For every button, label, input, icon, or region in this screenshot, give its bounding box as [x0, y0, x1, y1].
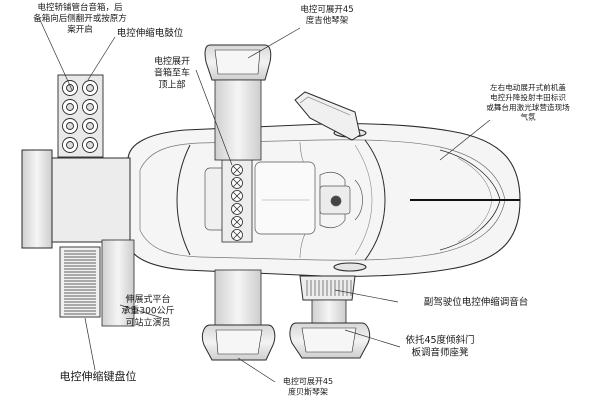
- label-line: 或舞台用激光球营造现场: [486, 102, 570, 112]
- speaker-cross: [232, 230, 242, 240]
- label-line: 伸展式平台: [125, 293, 170, 305]
- label-keyboard-position: 电控伸缩键盘位: [60, 369, 137, 383]
- callout-labels: 电控轿铺管台音箱，后备箱向后侧翻开或按原方案开启 电控伸缩电鼓位 电控展开音箱至…: [33, 2, 570, 396]
- label-line: 板调音师座凳: [411, 346, 469, 358]
- roof-speaker-stack: [221, 159, 253, 243]
- drum-icon-inner: [86, 84, 94, 92]
- label-line: 电控伸缩电鼓位: [117, 27, 184, 39]
- label-line: 左右电动展开式前机盖: [490, 82, 566, 92]
- label-line: 电控可展开45: [300, 4, 353, 15]
- label-line: 电控升降投射丰田标识: [490, 92, 566, 102]
- bass-stand-bottom: [201, 269, 276, 361]
- drum-icon-inner: [66, 141, 74, 149]
- drum-icon-inner: [66, 122, 74, 130]
- speaker-cross: [232, 204, 242, 214]
- label-line: 电控可展开45: [283, 376, 333, 386]
- label-line: 气氛: [520, 112, 536, 122]
- label-line: 案开启: [67, 24, 93, 35]
- label-line: 依托45度倾斜门: [405, 334, 474, 346]
- speaker-cross: [232, 178, 242, 188]
- keyboard-module: [59, 246, 101, 318]
- tilt-door-seat: [289, 299, 371, 359]
- label-platform-note: 伸展式平台承重300公斤可站立演员: [121, 293, 174, 328]
- speaker-cross: [232, 217, 242, 227]
- rear-extension-platform: [21, 149, 135, 327]
- label-line: 电控轿铺管台音箱，后: [37, 2, 123, 13]
- speaker-cross: [232, 165, 242, 175]
- tuning-console: [299, 275, 356, 301]
- label-line: 可站立演员: [125, 316, 170, 328]
- label-tilt-door-seat: 依托45度倾斜门板调音师座凳: [405, 334, 474, 358]
- label-line: 度贝斯琴架: [288, 386, 328, 396]
- drum-icon-inner: [66, 103, 74, 111]
- label-line: 电控展开: [154, 55, 190, 67]
- label-line: 备箱向后侧翻开或按原方: [33, 13, 127, 24]
- drum-icon-inner: [86, 103, 94, 111]
- open-door-wing: [294, 91, 361, 141]
- guitar-stand-top: [204, 44, 272, 161]
- label-line: 度吉他琴架: [306, 15, 349, 26]
- label-line: 顶上部: [158, 78, 185, 90]
- label-front-hood-note: 左右电动展开式前机盖电控升降投射丰田标识或舞台用激光球营造现场气氛: [486, 82, 570, 122]
- label-tuning-console: 副驾驶位电控伸缩调音台: [424, 296, 529, 308]
- leader-lines: [39, 19, 491, 383]
- drum-icon-inner: [86, 122, 94, 130]
- label-drum-position: 电控伸缩电鼓位: [117, 27, 184, 39]
- label-line: 副驾驶位电控伸缩调音台: [424, 296, 529, 308]
- speaker-cross: [232, 191, 242, 201]
- drum-module: [57, 74, 104, 158]
- label-line: 音箱至车: [154, 67, 190, 79]
- label-roof-stage: 电控展开音箱至车顶上部: [154, 55, 190, 90]
- label-line: 承重300公斤: [121, 305, 174, 317]
- drum-icon-inner: [86, 141, 94, 149]
- label-line: 电控伸缩键盘位: [60, 369, 137, 383]
- label-top-left-note: 电控轿铺管台音箱，后备箱向后侧翻开或按原方案开启: [33, 2, 127, 35]
